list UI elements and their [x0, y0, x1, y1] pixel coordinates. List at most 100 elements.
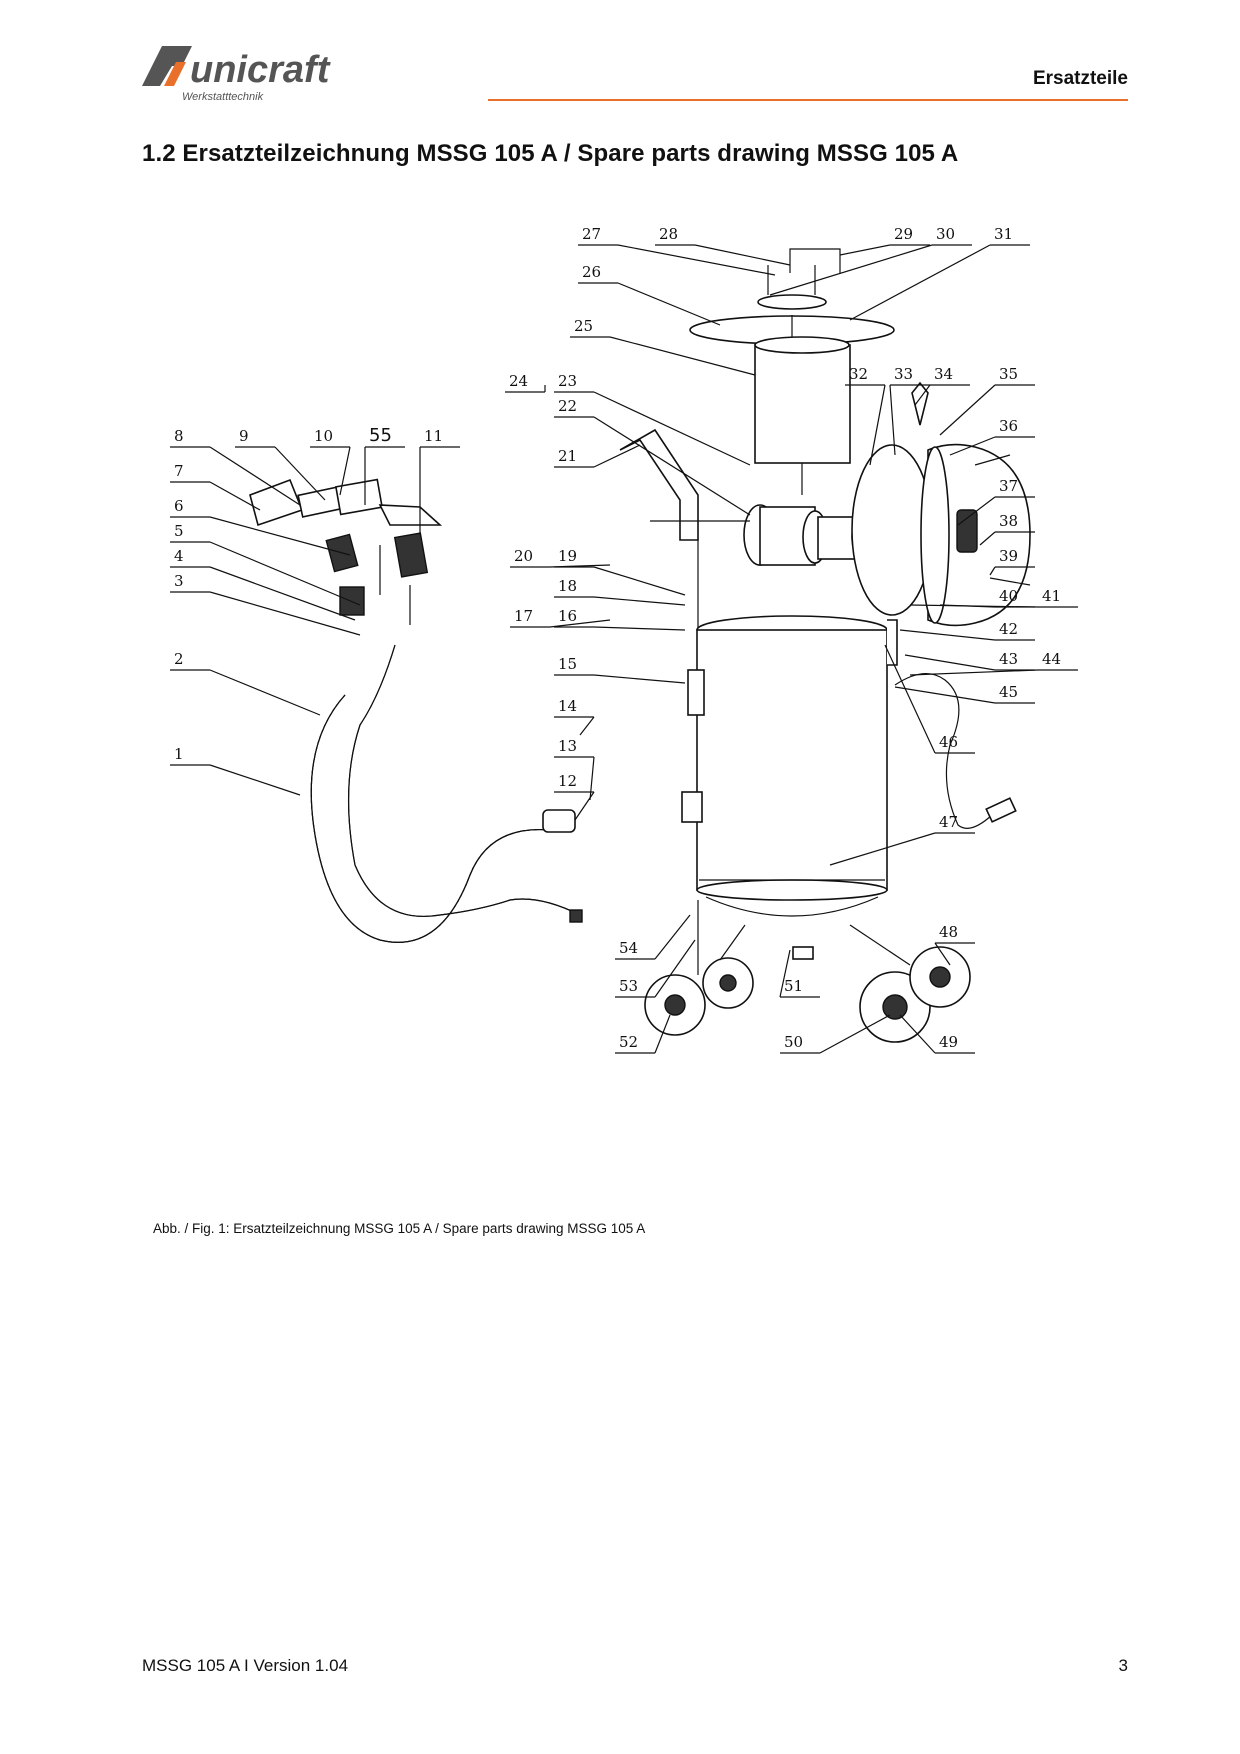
part-number-label: 43 [999, 650, 1018, 668]
part-number-label: 48 [939, 923, 958, 941]
leader-line [819, 1014, 891, 1054]
leader-line [989, 566, 996, 576]
part-number-label: 10 [314, 427, 333, 445]
part-number-label: 22 [558, 397, 577, 415]
filter-cartridge [754, 336, 851, 495]
leader-line [589, 756, 595, 801]
leader-line [593, 674, 686, 684]
leader-line [899, 629, 996, 641]
leader-line [209, 669, 321, 716]
part-number-label: 33 [894, 365, 913, 383]
part-number-label: 31 [994, 225, 1013, 243]
wheels [644, 900, 971, 1043]
leader-line [914, 384, 931, 406]
leader-line [593, 566, 686, 596]
header-rule [488, 99, 1128, 101]
leader-line [593, 596, 686, 606]
part-number-label: 32 [849, 365, 868, 383]
part-number-label: 20 [514, 547, 533, 565]
leader-line [654, 1014, 671, 1054]
leader-line [593, 391, 751, 466]
part-number-label: 44 [1042, 650, 1061, 668]
part-number-label: 46 [939, 733, 958, 751]
leader-line [274, 446, 326, 501]
leader-line [949, 436, 996, 456]
leader-line [839, 244, 891, 256]
part-number-label: 45 [999, 683, 1018, 701]
part-number-label: 29 [894, 225, 913, 243]
leader-line [209, 446, 301, 506]
rear-cover [851, 381, 1031, 627]
figure-caption: Abb. / Fig. 1: Ersatzteilzeichnung MSSG … [153, 1221, 646, 1236]
leader-line [884, 644, 936, 754]
leader-line [579, 716, 595, 736]
part-number-label: 3 [174, 572, 184, 590]
part-number-label: 47 [939, 813, 958, 831]
part-number-label: 26 [582, 263, 601, 281]
lid-assembly [689, 248, 895, 345]
footer-page-number: 3 [1118, 1656, 1128, 1675]
logo-mark-icon [142, 46, 192, 86]
part-number-label: 15 [558, 655, 577, 673]
leader-line [593, 416, 751, 516]
leader-line [593, 626, 686, 631]
part-number-label: 21 [558, 447, 577, 465]
part-number-label: 55 [369, 425, 392, 446]
page-title: 1.2 Ersatzteilzeichnung MSSG 105 A / Spa… [142, 140, 959, 167]
leader-line [979, 531, 996, 546]
power-cable [894, 673, 993, 829]
part-number-label: 4 [174, 547, 184, 565]
part-number-label: 1 [174, 745, 184, 763]
leader-line [904, 654, 996, 671]
part-number-label: 54 [619, 939, 638, 957]
part-number-label: 14 [558, 697, 577, 715]
leader-line [617, 244, 776, 276]
part-number-label: 42 [999, 620, 1018, 638]
part-number-label: 8 [174, 427, 184, 445]
leader-line [209, 481, 261, 511]
part-number-label: 50 [784, 1033, 803, 1051]
leader-line [209, 591, 361, 636]
part-number-label: 24 [509, 372, 528, 390]
leader-line [694, 244, 791, 266]
part-number-label: 25 [574, 317, 593, 335]
part-number-label: 11 [424, 427, 443, 445]
part-number-label: 41 [1042, 587, 1061, 605]
leader-line [909, 669, 1039, 676]
leader-line [593, 444, 641, 468]
part-number-label: 9 [239, 427, 249, 445]
leader-line [549, 564, 611, 568]
section-label: Ersatzteile [1032, 68, 1128, 89]
part-number-label: 28 [659, 225, 678, 243]
leader-line [209, 566, 356, 621]
logo-subtitle: Werkstatttechnik [182, 91, 264, 103]
part-number-label: 6 [174, 497, 184, 515]
part-number-label: 34 [934, 365, 953, 383]
leader-line [654, 914, 691, 960]
part-number-label: 38 [999, 512, 1018, 530]
leader-line [339, 446, 351, 496]
leader-line [609, 336, 756, 376]
leader-line [549, 619, 611, 628]
leader-line [889, 384, 896, 456]
leader-line [894, 686, 996, 704]
part-number-label: 52 [619, 1033, 638, 1051]
leader-line [869, 384, 886, 466]
tank [681, 615, 898, 917]
part-number-label: 39 [999, 547, 1018, 565]
part-number-label: 49 [939, 1033, 958, 1051]
part-number-label: 23 [558, 372, 577, 390]
leader-line [209, 764, 301, 796]
part-number-label: 2 [174, 650, 184, 668]
blast-hose [310, 644, 583, 943]
part-number-label: 12 [558, 772, 577, 790]
leader-line [617, 282, 721, 326]
part-number-label: 40 [999, 587, 1018, 605]
leader-line [209, 516, 351, 556]
part-number-label: 5 [174, 522, 184, 540]
part-number-label: 53 [619, 977, 638, 995]
leader-line [939, 384, 996, 436]
part-number-label: 36 [999, 417, 1018, 435]
part-number-label: 19 [558, 547, 577, 565]
